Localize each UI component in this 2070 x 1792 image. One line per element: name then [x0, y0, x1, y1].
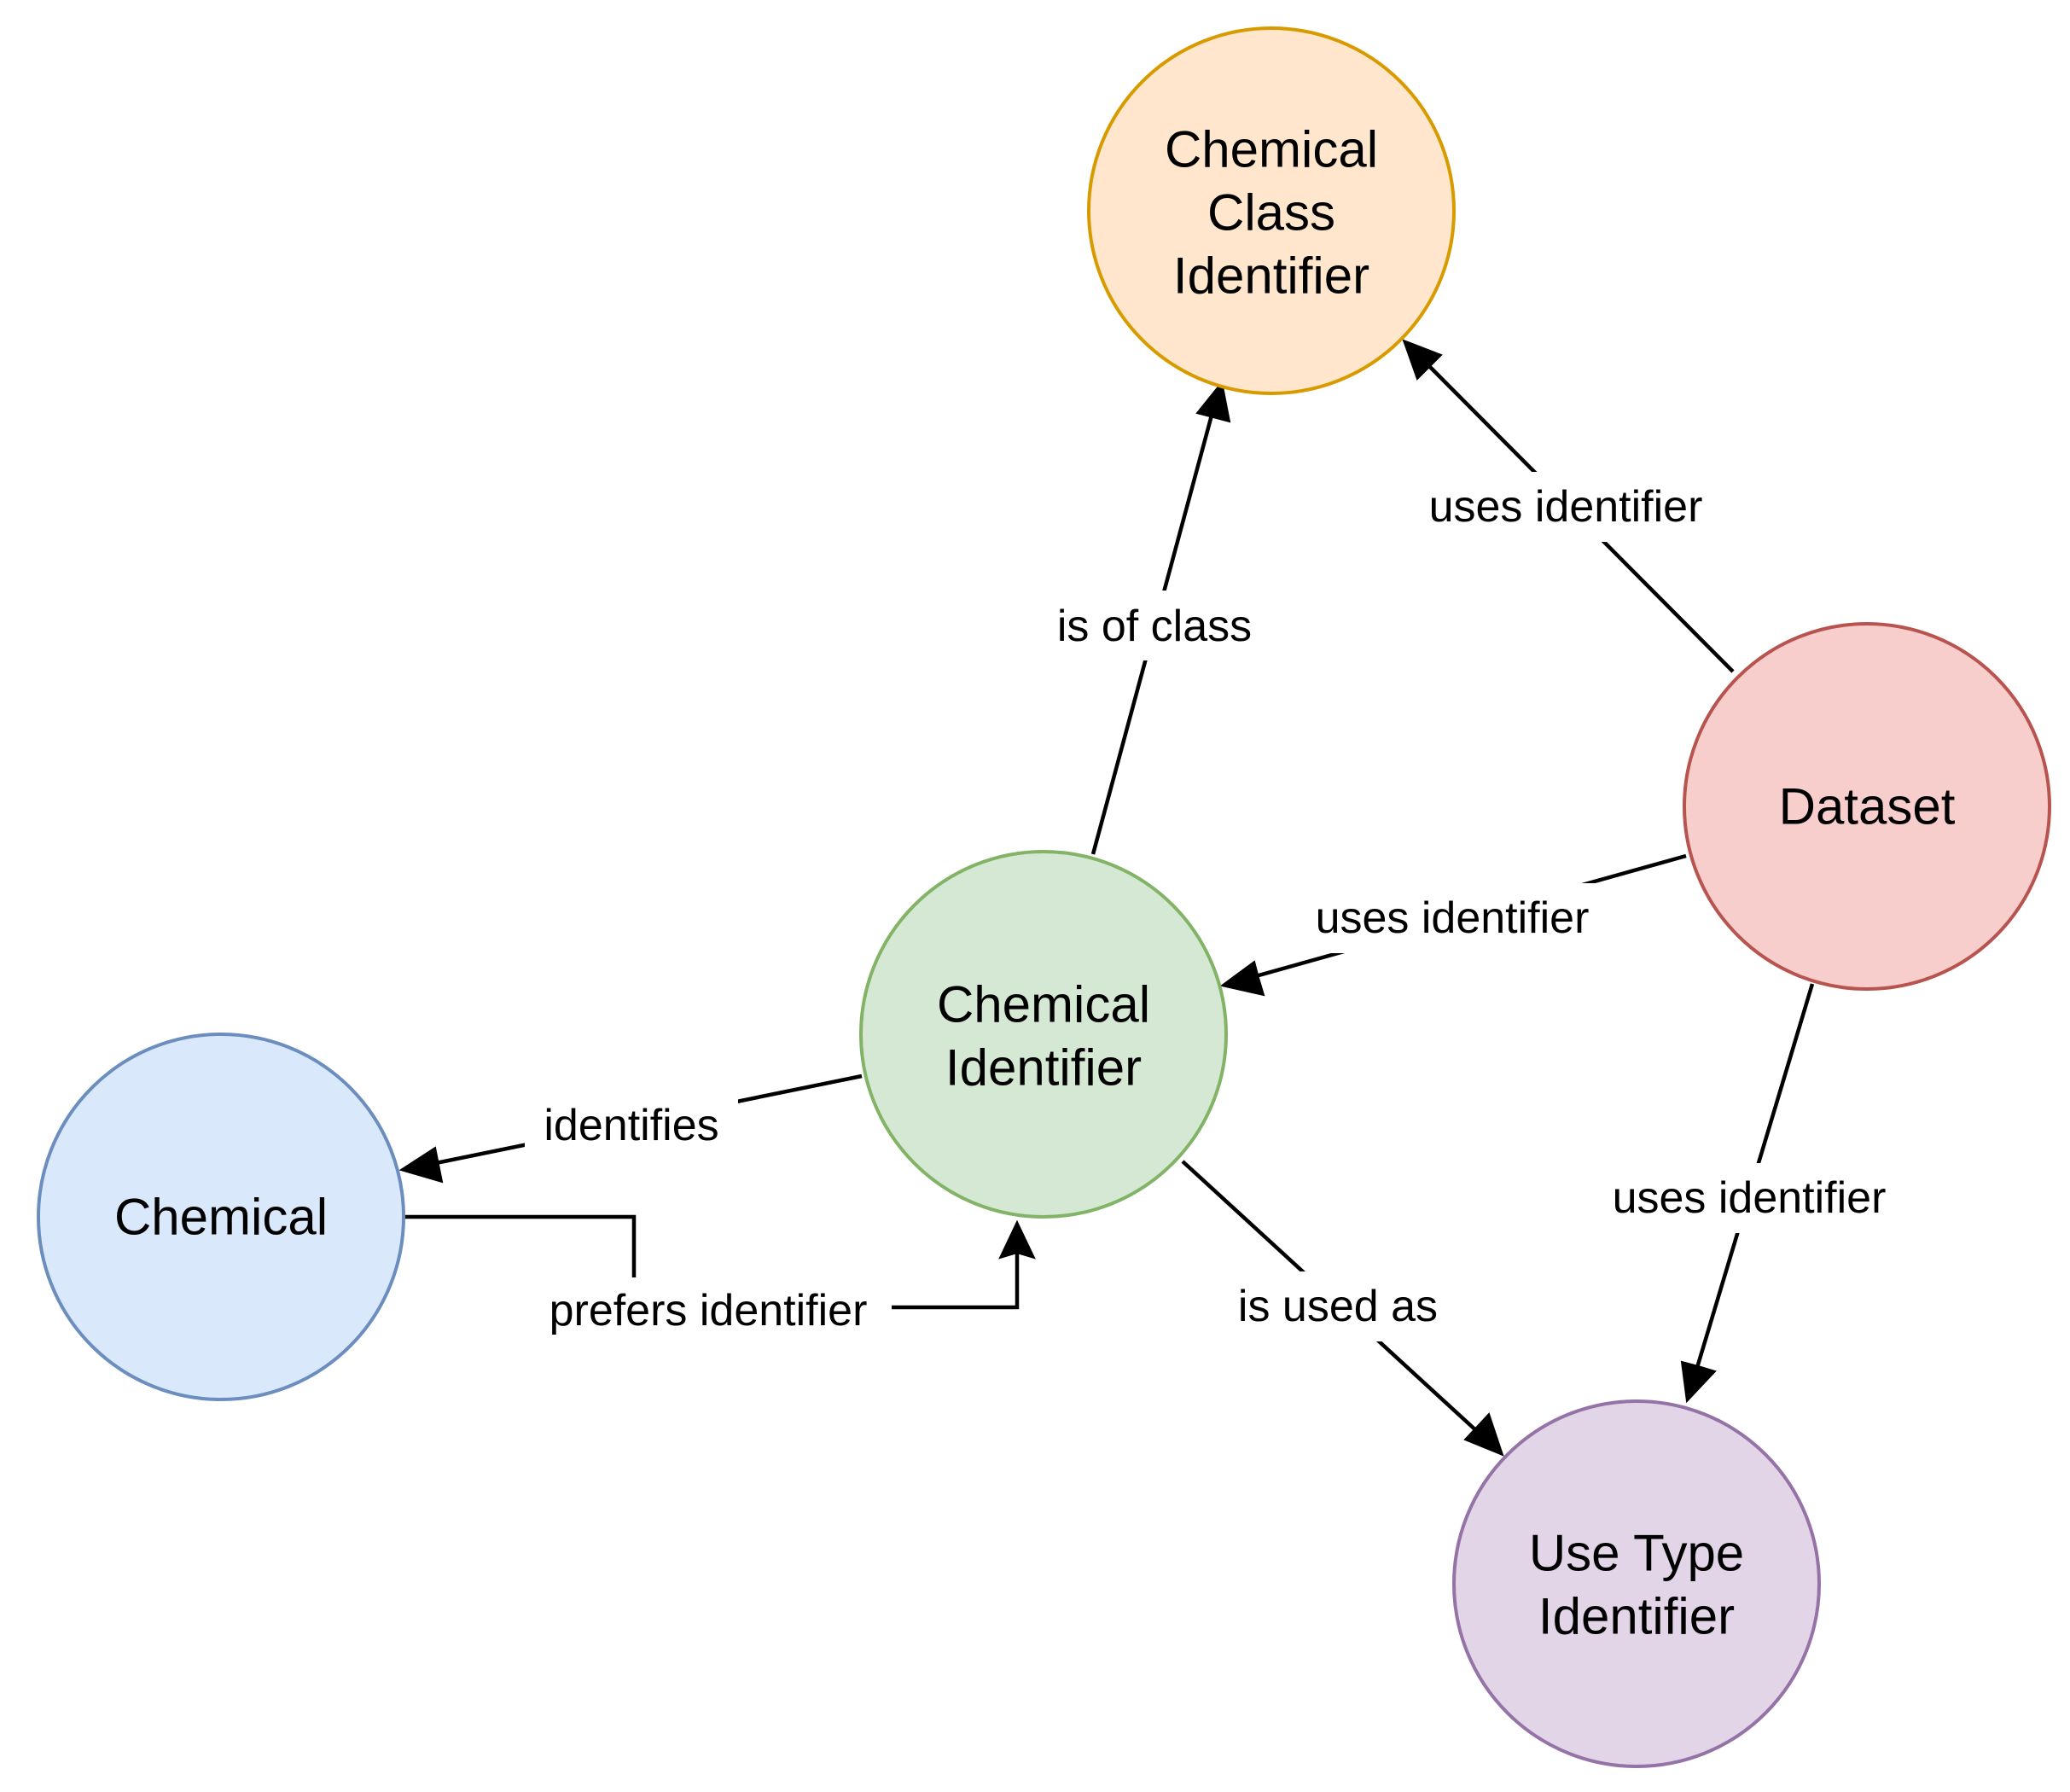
node-chemical[interactable]: Chemical — [37, 1033, 405, 1401]
edge-label-bg — [525, 1091, 738, 1161]
node-circle — [38, 1034, 404, 1399]
node-label-line: Use Type — [1529, 1525, 1744, 1582]
node-label-line: Identifier — [1173, 247, 1369, 305]
node-use-type-identifier[interactable]: Use Type Identifier — [1452, 1399, 1821, 1768]
arrowhead — [1680, 1360, 1717, 1404]
arrowhead — [1195, 380, 1231, 423]
node-label-line: Dataset — [1779, 778, 1956, 835]
node-label-line: Chemical — [1165, 121, 1378, 178]
edge-label-is-used-as: is used as — [1238, 1282, 1438, 1331]
edge-label-prefers-identifier: prefers identifier — [549, 1286, 868, 1335]
edge-label-bg — [1290, 883, 1614, 953]
node-label-line: Identifier — [1538, 1588, 1735, 1645]
node-label-line: Class — [1207, 184, 1335, 241]
edge-label-identifies: identifies — [544, 1101, 718, 1150]
node-label-line: Identifier — [945, 1039, 1142, 1097]
node-outline — [859, 850, 1228, 1219]
arrowhead — [1219, 960, 1265, 997]
node-circle — [1684, 624, 2050, 989]
edge-label-bg — [525, 1277, 892, 1342]
node-circle — [861, 852, 1226, 1217]
edge-label-dataset-uses-use-type-identifier: uses identifier — [1613, 1173, 1887, 1223]
node-outline — [1683, 622, 2051, 991]
node-circle — [1454, 1401, 1819, 1766]
node-outline — [1452, 1399, 1821, 1768]
arrowhead — [398, 1146, 444, 1184]
edge-label-bg — [1587, 1163, 1911, 1233]
node-chemical-class-identifier[interactable]: Chemical Class Identifier — [1087, 26, 1456, 395]
edge-label-dataset-uses-class-identifier: uses identifier — [1429, 482, 1703, 532]
node-dataset[interactable]: Dataset — [1683, 622, 2051, 991]
edge-label-is-of-class: is of class — [1057, 602, 1252, 651]
arrowhead — [1402, 339, 1443, 381]
node-outline — [1087, 26, 1456, 395]
edge-label-dataset-uses-chemical-identifier: uses identifier — [1316, 893, 1590, 943]
node-label-line: Chemical — [937, 976, 1150, 1033]
edge-label-bg — [1404, 472, 1728, 542]
node-outline — [37, 1033, 405, 1401]
arrowhead — [1463, 1412, 1504, 1457]
node-circle — [1089, 28, 1454, 393]
node-label-line: Chemical — [114, 1189, 328, 1246]
edge-label-bg — [1214, 1271, 1462, 1341]
edge-label-bg — [1035, 591, 1274, 660]
node-chemical-identifier[interactable]: Chemical Identifier — [859, 850, 1228, 1219]
arrowhead — [998, 1219, 1036, 1260]
